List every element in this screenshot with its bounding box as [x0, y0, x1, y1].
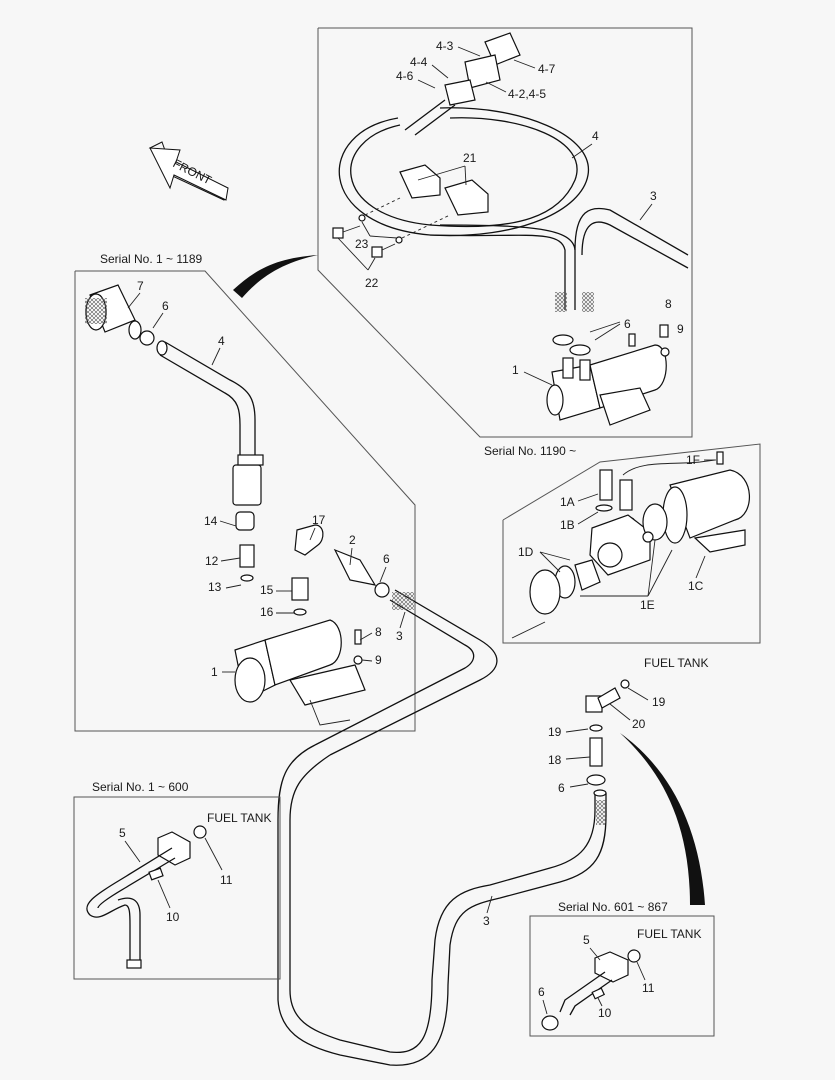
- labels-serial-601-867: 5 11 6 10: [538, 933, 655, 1020]
- part-label: 5: [583, 933, 590, 947]
- part-label: 6: [624, 317, 631, 331]
- part-label: 15: [260, 583, 274, 597]
- bolts-22-washers-23: [332, 197, 451, 258]
- caption-serial-1-600: Serial No. 1 ~ 600: [92, 780, 189, 794]
- hose-3-lower: [277, 744, 607, 1066]
- outlet-fittings: [291, 524, 498, 756]
- part-label: 4-3: [436, 39, 454, 53]
- upper-right-frame: [317, 27, 693, 438]
- labels-serial-1190: 1F 1A 1B 1D 1C 1E: [518, 453, 716, 612]
- tank-connection-fittings: [585, 679, 630, 786]
- caption-fuel-tank-main: FUEL TANK: [644, 656, 708, 670]
- caption-serial-1-1189: Serial No. 1 ~ 1189: [100, 252, 203, 266]
- part-label: 9: [677, 322, 684, 336]
- part-label: 1C: [688, 579, 704, 593]
- labels-fuel-tank-connection: 19 20 19 18 6 3: [483, 687, 666, 928]
- part-label: 18: [548, 753, 562, 767]
- part-label: 4-6: [396, 69, 414, 83]
- front-direction-arrow: FRONT: [148, 141, 229, 201]
- part-label: 3: [396, 629, 403, 643]
- transition-arrow-lower: [620, 733, 705, 905]
- part-label: 4: [218, 334, 225, 348]
- part-label: 2: [349, 533, 356, 547]
- part-label: 12: [205, 554, 219, 568]
- pickup-tube-601-867: [541, 949, 641, 1031]
- part-label: 4-7: [538, 62, 556, 76]
- part-label: 14: [204, 514, 218, 528]
- serial-1190-frame: [502, 443, 761, 644]
- part-label: 1: [211, 665, 218, 679]
- part-label: 16: [260, 605, 274, 619]
- part-label: 3: [483, 914, 490, 928]
- transition-arrow-upper: [233, 255, 318, 298]
- hose-end-fitting: [232, 454, 264, 582]
- part-label: 1F: [686, 453, 700, 467]
- part-label: 20: [632, 717, 646, 731]
- part-label: 8: [665, 297, 672, 311]
- part-label: 1A: [560, 495, 575, 509]
- hose-clips-21: [399, 164, 489, 216]
- serial-601-867-frame: [529, 915, 715, 1037]
- caption-serial-601-867: Serial No. 601 ~ 867: [558, 900, 668, 914]
- fuel-pump-upper: [546, 324, 670, 426]
- labels-upper-right: 4-3 4-4 4-6 4-7 4-2,4-5 4 21 3 23 22 6 8…: [337, 39, 684, 386]
- part-label: 6: [538, 985, 545, 999]
- part-label: 23: [355, 237, 369, 251]
- part-label: 3: [650, 189, 657, 203]
- part-label: 6: [383, 552, 390, 566]
- part-label: 6: [558, 781, 565, 795]
- caption-fuel-tank-1-600: FUEL TANK: [207, 811, 271, 825]
- part-label: 4-4: [410, 55, 428, 69]
- pump-exploded-1190: [511, 451, 750, 639]
- part-label: 11: [220, 873, 233, 887]
- part-label: 1D: [518, 545, 534, 559]
- suction-fitting-assembly: [404, 32, 521, 136]
- part-label: 1: [512, 363, 519, 377]
- caption-fuel-tank-601-867: FUEL TANK: [637, 927, 701, 941]
- part-label: 19: [652, 695, 666, 709]
- part-label: 8: [375, 625, 382, 639]
- part-label: 1B: [560, 518, 575, 532]
- fuel-pump-left: [234, 619, 366, 726]
- part-label: 11: [642, 981, 655, 995]
- serial-1-1189-frame: [74, 270, 416, 732]
- caption-serial-1190: Serial No. 1190 ~: [484, 444, 576, 458]
- part-label: 4: [592, 129, 599, 143]
- part-label: 17: [312, 513, 326, 527]
- part-label: 22: [365, 276, 379, 290]
- part-label: 13: [208, 580, 222, 594]
- part-label: 6: [162, 299, 169, 313]
- pickup-tube-1-600: [86, 825, 207, 969]
- part-label: 7: [137, 279, 144, 293]
- hose-4-coil: [338, 107, 689, 312]
- serial-1-600-frame: [73, 796, 281, 980]
- part-label: 10: [166, 910, 180, 924]
- labels-serial-1-600: 5 11 10: [119, 826, 233, 924]
- part-label: 9: [375, 653, 382, 667]
- strainer-7: [85, 284, 155, 346]
- part-label: 10: [598, 1006, 612, 1020]
- part-label: 1E: [640, 598, 655, 612]
- labels-serial-1-1189: 7 6 4 14 12 13 17 2 6 15 16 3 8 9 1: [127, 279, 406, 679]
- part-label: 4-2,4-5: [508, 87, 546, 101]
- part-label: 5: [119, 826, 126, 840]
- part-label: 19: [548, 725, 562, 739]
- hose-4-left: [156, 340, 256, 460]
- part-label: 21: [463, 151, 477, 165]
